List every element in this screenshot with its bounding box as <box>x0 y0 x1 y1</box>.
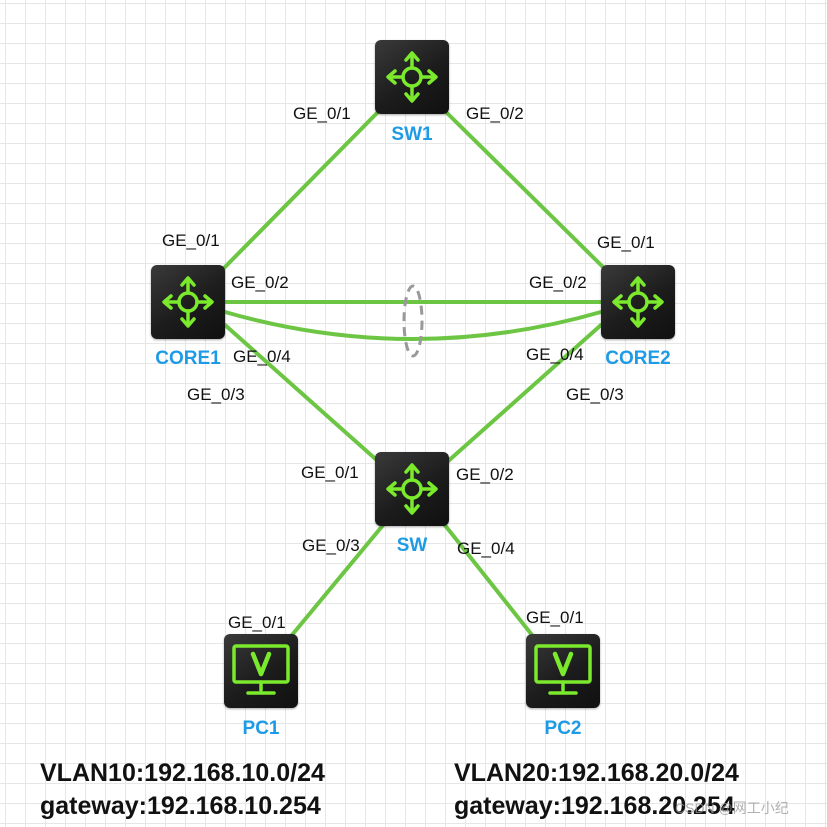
port-label-core1-ge04: GE_0/4 <box>233 347 291 366</box>
port-label-pc1-ge01: GE_0/1 <box>228 613 286 632</box>
link-sw-pc1 <box>290 522 386 637</box>
monitor-v-icon <box>232 644 290 695</box>
port-label-core2-ge02: GE_0/2 <box>529 273 587 292</box>
switch-arrows-icon <box>162 276 214 328</box>
device-label-sw1: SW1 <box>391 124 433 145</box>
port-label-sw-ge01: GE_0/1 <box>301 463 359 482</box>
port-label-core2-ge04: GE_0/4 <box>526 345 584 364</box>
link-core1-core2-ge04 <box>223 310 603 341</box>
port-label-sw1-ge01: GE_0/1 <box>293 104 351 123</box>
device-sw[interactable] <box>375 452 449 526</box>
device-core2[interactable] <box>601 265 675 339</box>
link-core2-sw <box>444 323 603 465</box>
device-label-sw: SW <box>396 535 428 556</box>
device-label-core1: CORE1 <box>155 348 221 369</box>
port-label-core1-ge02: GE_0/2 <box>231 273 289 292</box>
vlan10-subnet: VLAN10:192.168.10.0/24 <box>40 759 325 787</box>
link-aggregation-ring <box>402 284 424 358</box>
watermark: CSDN @网工小纪 <box>675 800 789 816</box>
device-sw1[interactable] <box>375 40 449 114</box>
port-label-sw-ge03: GE_0/3 <box>302 536 360 555</box>
port-label-core1-ge03: GE_0/3 <box>187 385 245 404</box>
port-label-core2-ge01: GE_0/1 <box>597 233 655 252</box>
switch-arrows-icon <box>386 51 438 103</box>
link-sw-pc2 <box>442 522 534 637</box>
link-sw1-core1 <box>222 110 380 270</box>
vlan20-subnet: VLAN20:192.168.20.0/24 <box>454 759 739 787</box>
port-label-pc2-ge01: GE_0/1 <box>526 608 584 627</box>
switch-arrows-icon <box>612 276 664 328</box>
device-core1[interactable] <box>151 265 225 339</box>
monitor-v-icon <box>534 644 592 695</box>
link-core1-sw <box>223 323 382 465</box>
port-label-sw-ge02: GE_0/2 <box>456 465 514 484</box>
port-label-core1-ge01: GE_0/1 <box>162 231 220 250</box>
port-label-sw1-ge02: GE_0/2 <box>466 104 524 123</box>
link-sw1-core2 <box>444 110 606 270</box>
device-label-core2: CORE2 <box>605 348 671 369</box>
device-label-pc1: PC1 <box>242 718 280 739</box>
vlan10-gateway: gateway:192.168.10.254 <box>40 792 321 820</box>
device-pc1[interactable] <box>224 634 298 708</box>
vlan20-gateway: gateway:192.168.20.254 <box>454 792 735 820</box>
device-label-pc2: PC2 <box>544 718 582 739</box>
device-pc2[interactable] <box>526 634 600 708</box>
port-label-sw-ge04: GE_0/4 <box>457 539 515 558</box>
port-label-core2-ge03: GE_0/3 <box>566 385 624 404</box>
switch-arrows-icon <box>386 463 438 515</box>
